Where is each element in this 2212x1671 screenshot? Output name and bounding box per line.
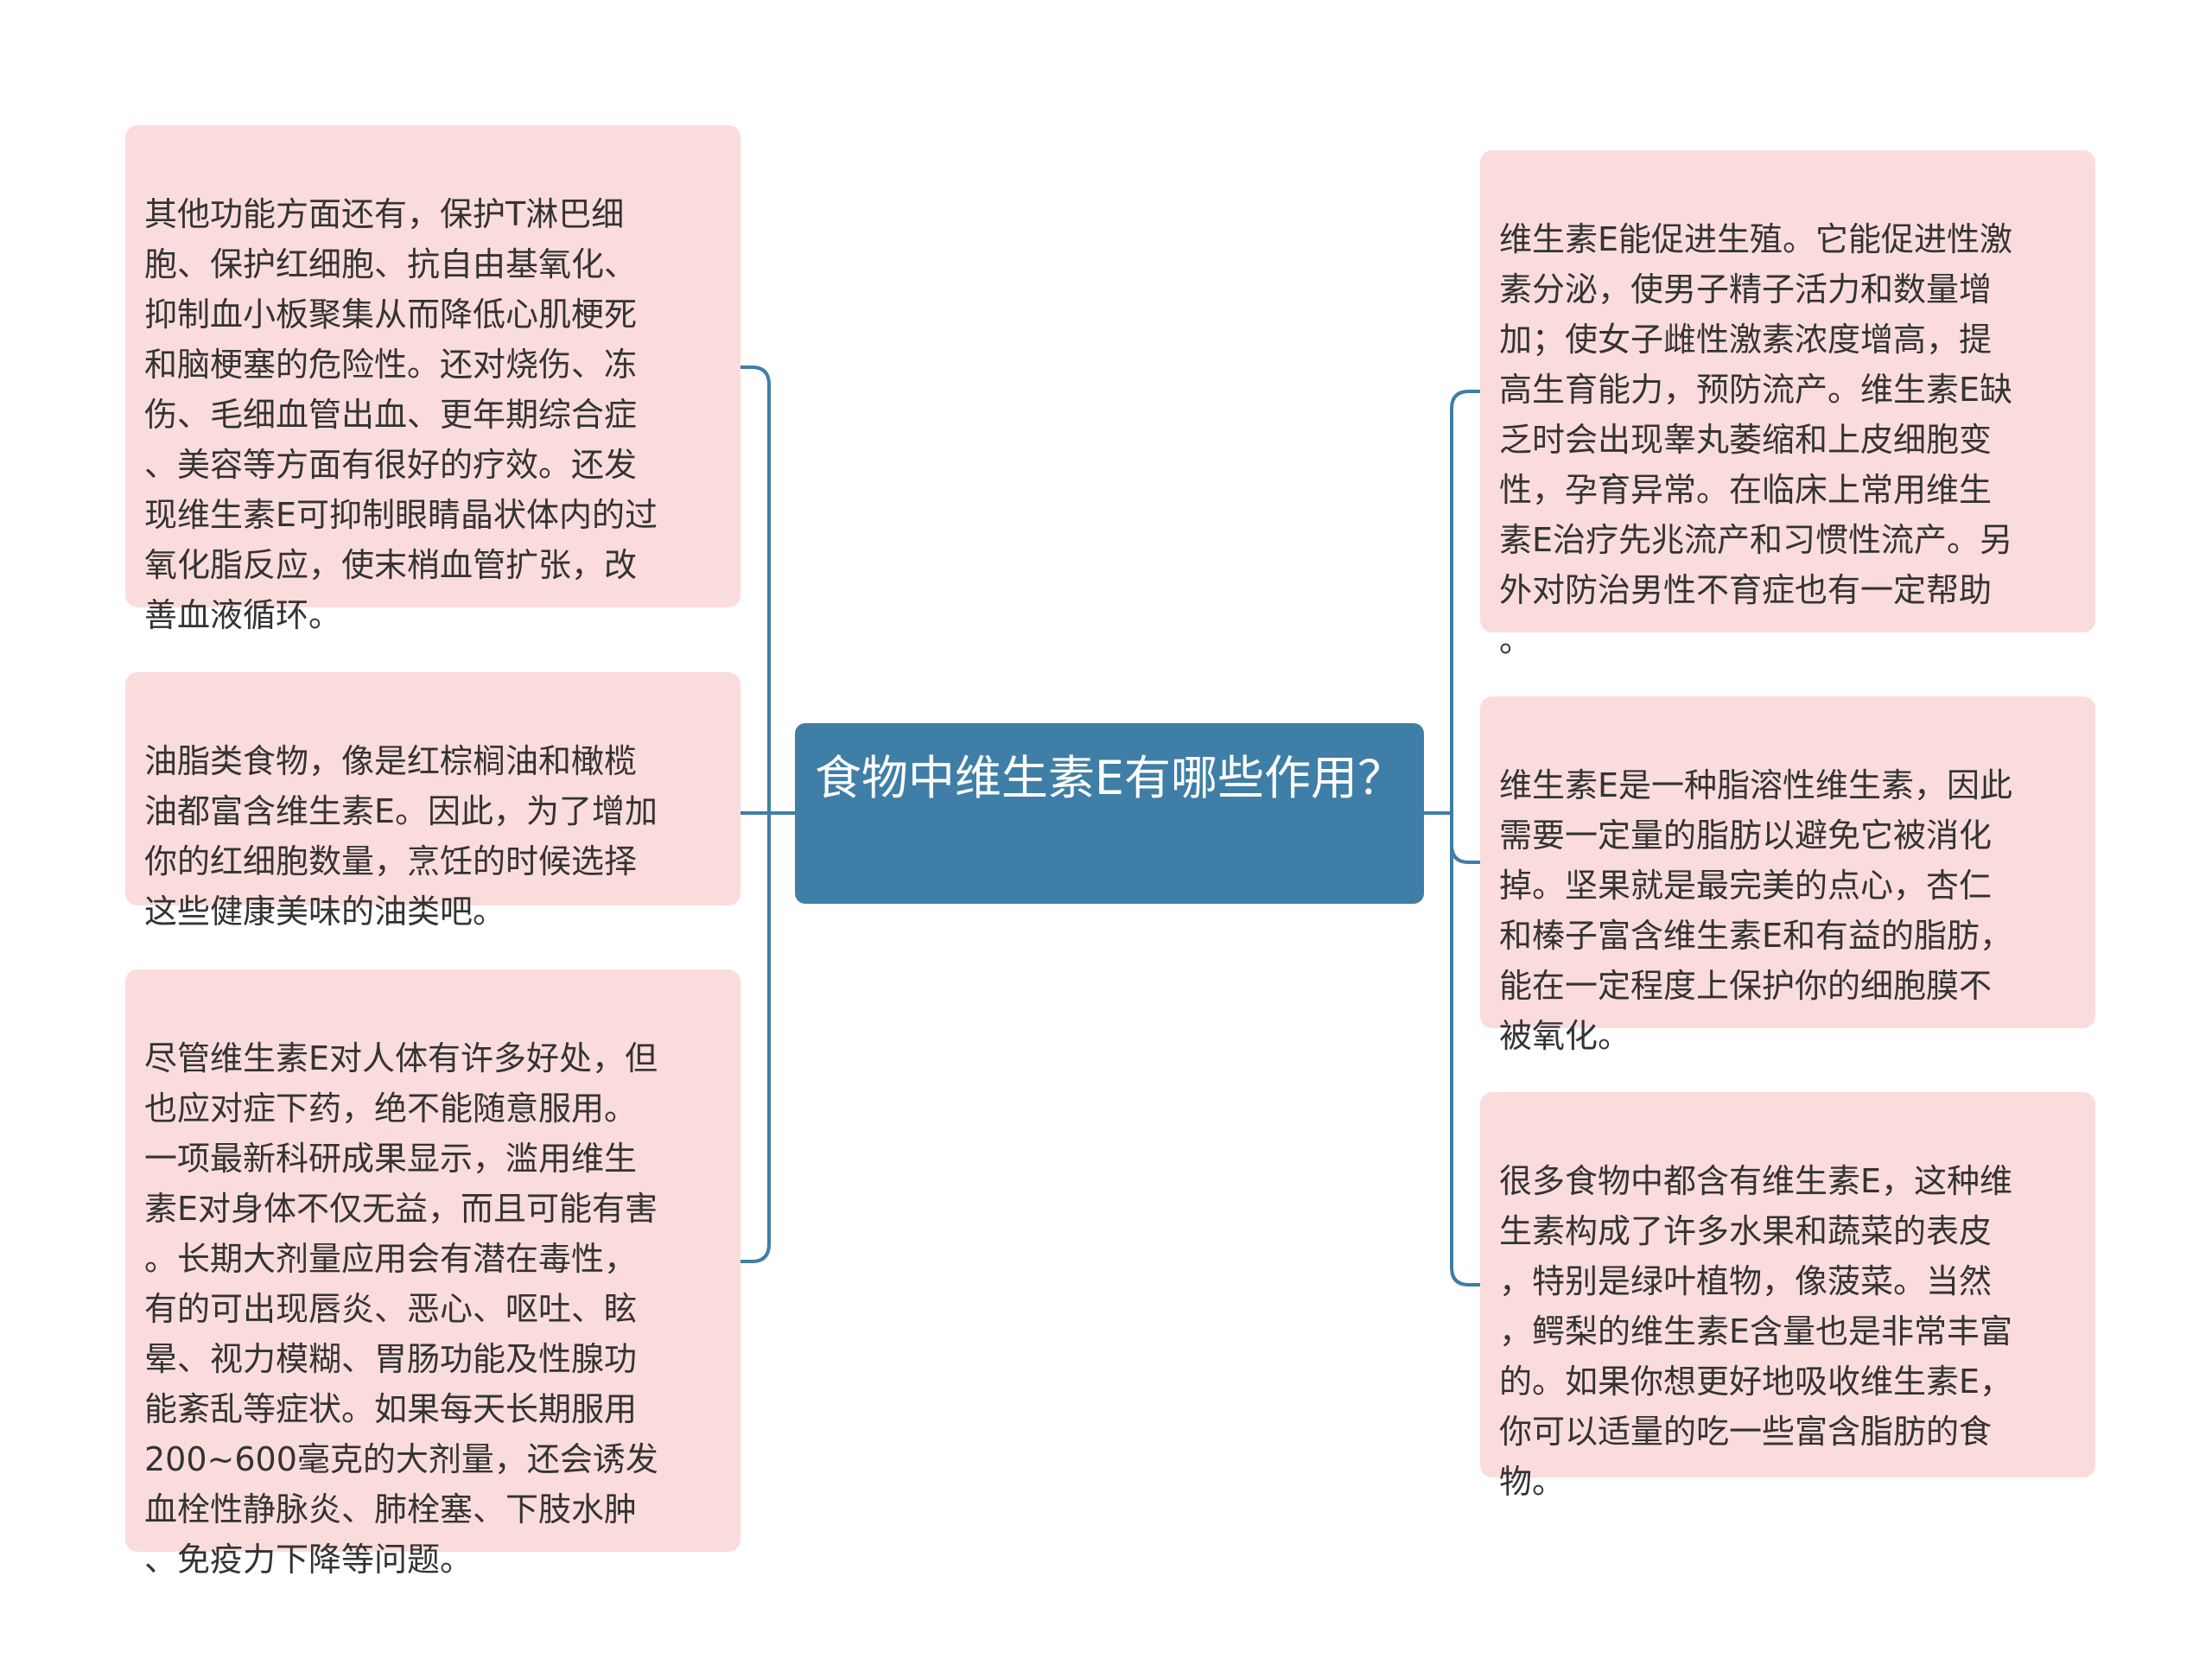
topic-left-oil-foods[interactable]: 油脂类食物，像是红棕榈油和橄榄 油都富含维生素E。因此，为了增加 你的红细胞数量… bbox=[125, 672, 741, 931]
central-topic[interactable]: 食物中维生素E有哪些作用？ bbox=[795, 723, 1424, 904]
topic-text: 其他功能方面还有，保护T淋巴细 胞、保护红细胞、抗自由基氧化、 抑制血小板聚集从… bbox=[144, 195, 658, 634]
topic-right-reproduction[interactable]: 维生素E能促进生殖。它能促进性激 素分泌，使男子精子活力和数量增 加；使女子雌性… bbox=[1480, 150, 2095, 659]
topic-text: 油脂类食物，像是红棕榈油和橄榄 油都富含维生素E。因此，为了增加 你的红细胞数量… bbox=[144, 742, 658, 931]
connector-right-3 bbox=[1450, 811, 1482, 1287]
central-topic-label: 食物中维生素E有哪些作用？ bbox=[814, 751, 1405, 805]
topic-text: 很多食物中都含有维生素E，这种维 生素构成了许多水果和蔬菜的表皮 ，特别是绿叶植… bbox=[1499, 1162, 2013, 1501]
connector-right-1 bbox=[1450, 390, 1482, 815]
topic-left-other-functions[interactable]: 其他功能方面还有，保护T淋巴细 胞、保护红细胞、抗自由基氧化、 抑制血小板聚集从… bbox=[125, 125, 741, 634]
topic-right-fat-soluble[interactable]: 维生素E是一种脂溶性维生素，因此 需要一定量的脂肪以避免它被消化 掉。坚果就是最… bbox=[1480, 696, 2095, 1055]
connector-left-3 bbox=[739, 811, 771, 1263]
topic-text: 维生素E是一种脂溶性维生素，因此 需要一定量的脂肪以避免它被消化 掉。坚果就是最… bbox=[1499, 766, 2013, 1055]
connector-right-2 bbox=[1450, 811, 1482, 864]
topic-text: 维生素E能促进生殖。它能促进性激 素分泌，使男子精子活力和数量增 加；使女子雌性… bbox=[1499, 220, 2013, 659]
topic-text: 尽管维生素E对人体有许多好处，但 也应对症下药，绝不能随意服用。 一项最新科研成… bbox=[144, 1039, 658, 1579]
connector-left-1 bbox=[739, 365, 771, 815]
topic-right-food-sources[interactable]: 很多食物中都含有维生素E，这种维 生素构成了许多水果和蔬菜的表皮 ，特别是绿叶植… bbox=[1480, 1092, 2095, 1501]
topic-left-overdose-warning[interactable]: 尽管维生素E对人体有许多好处，但 也应对症下药，绝不能随意服用。 一项最新科研成… bbox=[125, 969, 741, 1579]
